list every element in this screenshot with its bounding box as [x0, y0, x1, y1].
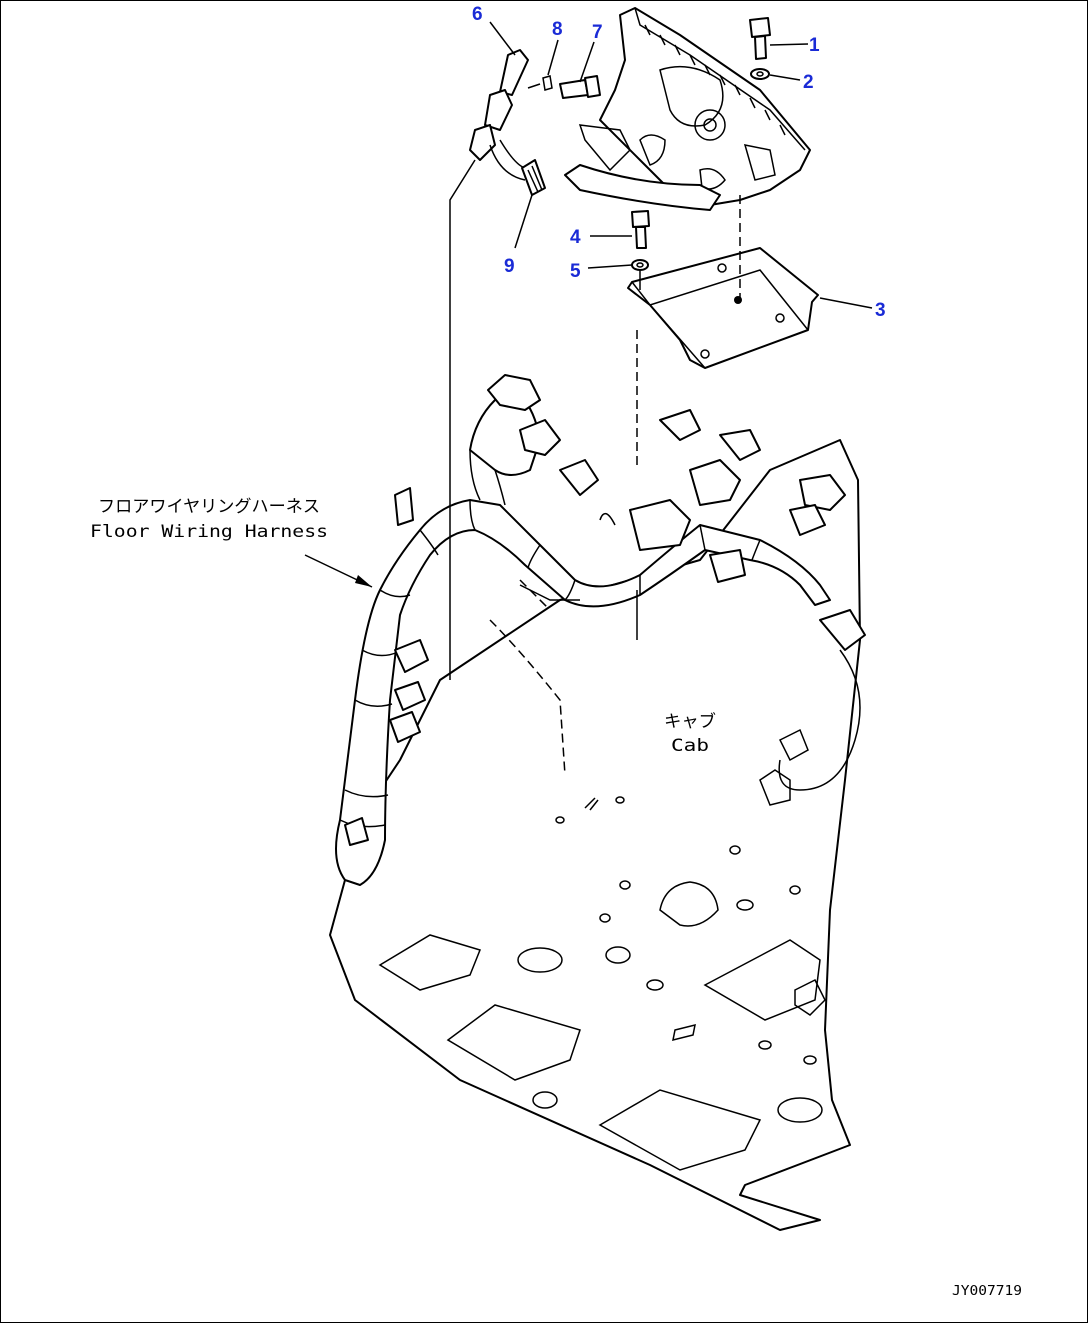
plate-bracket-part-3	[627, 247, 819, 369]
pedal-bracket-assembly	[564, 7, 811, 211]
callout-2: 2	[803, 72, 814, 93]
assembly-lines	[449, 83, 741, 680]
callout-4: 4	[570, 227, 581, 248]
washer-part-5	[631, 259, 649, 271]
callout-3: 3	[875, 300, 886, 321]
harness-label-en: Floor Wiring Harness	[90, 522, 328, 542]
callout-1: 1	[809, 35, 820, 56]
text-labels: フロアワイヤリングハーネス Floor Wiring Harness キャブ C…	[90, 497, 1022, 1299]
drawing-id: JY007719	[952, 1284, 1022, 1299]
spring-part-8	[542, 75, 553, 91]
callout-7: 7	[592, 22, 603, 43]
switch-part-6	[469, 49, 529, 181]
callouts: 1 2 3 4 5 6 7 8 9	[472, 4, 886, 321]
cab-floor-plate	[329, 439, 861, 1231]
harness-label-jp: フロアワイヤリングハーネス	[98, 497, 320, 517]
bolt-part-4	[631, 210, 650, 249]
callout-8: 8	[552, 19, 563, 40]
cab-label-jp: キャブ	[664, 711, 716, 732]
floor-wiring-harness	[335, 374, 866, 886]
callout-5: 5	[570, 261, 581, 282]
bolt-part-7	[559, 75, 601, 99]
washer-part-2	[750, 68, 770, 80]
callout-9: 9	[504, 256, 515, 277]
callout-6: 6	[472, 4, 483, 25]
grommet-part-9	[521, 159, 546, 196]
cab-label-en: Cab	[671, 736, 709, 756]
leader-lines	[304, 21, 873, 588]
bolt-part-1	[749, 17, 771, 60]
